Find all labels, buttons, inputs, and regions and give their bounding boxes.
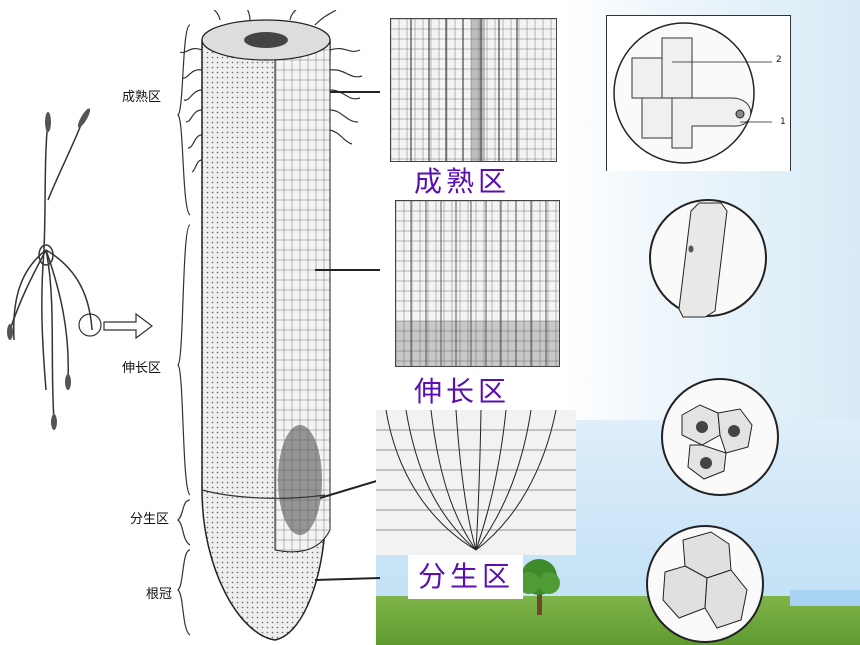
zone-label-meristem: 分生区	[130, 512, 170, 527]
tree-decoration	[518, 559, 560, 615]
root-cap-cells-circle	[646, 525, 764, 643]
zone-label-root-cap: 根冠	[146, 587, 173, 602]
marker-2: 2	[776, 55, 782, 65]
zone-label-mature: 成熟区	[122, 90, 162, 105]
label-meristem-zone: 分生区	[408, 555, 523, 599]
label-elongation-zone: 伸长区	[414, 375, 511, 408]
elongation-zone-micrograph	[395, 200, 560, 367]
elongated-cell-circle	[649, 199, 767, 318]
meristem-zone-micrograph	[376, 410, 576, 555]
root-cross-section	[180, 10, 380, 641]
label-mature-zone: 成熟区	[414, 165, 511, 198]
mature-zone-micrograph	[390, 18, 557, 162]
seedling-illustration	[7, 108, 153, 430]
root-hair-cell-diagram	[613, 22, 772, 164]
marker-1: 1	[780, 117, 786, 127]
zone-label-elongation: 伸长区	[122, 361, 162, 376]
zone-braces	[177, 24, 191, 636]
meristem-cells-circle	[661, 378, 779, 496]
decorative-bar	[790, 590, 860, 606]
background-grass	[376, 596, 860, 645]
